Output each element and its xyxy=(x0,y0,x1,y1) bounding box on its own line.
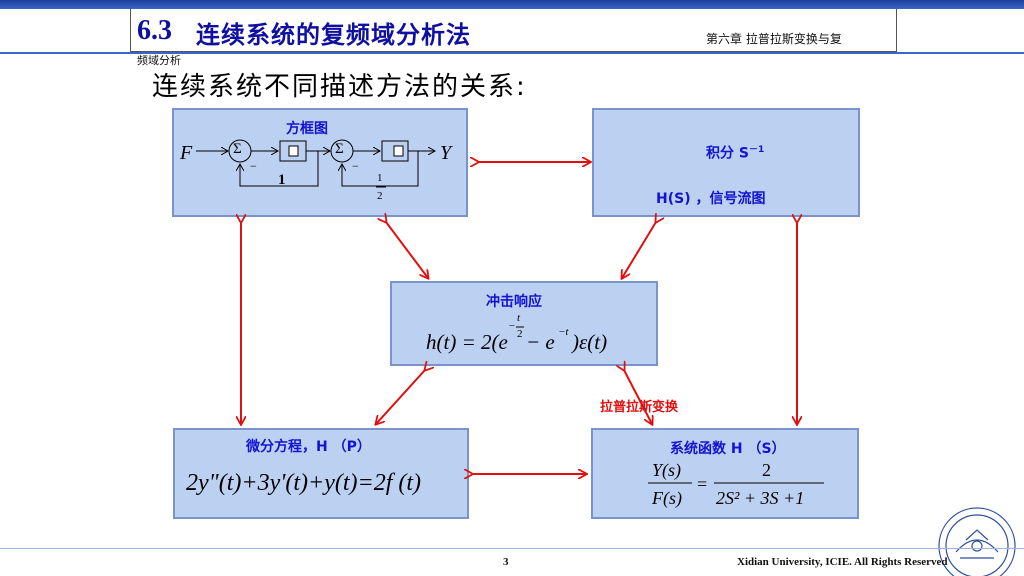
block-input-label: F xyxy=(180,142,193,164)
signal-flow-label: H(S) ，信号流图 xyxy=(656,191,766,207)
slide-subtitle: 连续系统不同描述方法的关系: xyxy=(152,72,527,102)
university-seal-icon xyxy=(938,507,1016,576)
footer-copyright: Xidian University, ICIE. All Rights Rese… xyxy=(737,556,948,568)
title-frame xyxy=(130,9,897,52)
differential-equation-box xyxy=(173,428,469,519)
impulse-eq-mid-exp: −t xyxy=(558,326,569,338)
section-number: 6.3 xyxy=(137,15,172,46)
sum-symbol-1: Σ xyxy=(233,141,242,157)
top-decor-bar xyxy=(0,0,1024,9)
integral-exponent: －1 xyxy=(748,145,765,155)
block-diagram-drawing xyxy=(196,139,435,187)
impulse-exp-sign: − xyxy=(508,320,516,332)
differential-equation-label: 微分方程，H （P） xyxy=(246,439,371,455)
feedback-gain-2-numerator: 1 xyxy=(377,172,383,184)
impulse-exp-den: 2 xyxy=(517,328,523,340)
header-underline xyxy=(0,52,1024,54)
differential-equation: 2y"(t)+3y'(t)+y(t)=2f (t) xyxy=(186,470,422,496)
impulse-eq-rhs: )ε(t) xyxy=(572,330,608,354)
frac-left-denominator: F(s) xyxy=(652,488,682,508)
minus-sign-1: − xyxy=(250,159,257,173)
fraction-bars xyxy=(376,186,824,484)
section-title: 连续系统的复频域分析法 xyxy=(196,21,471,49)
minus-sign-2: − xyxy=(352,159,359,173)
frac-left-numerator: Y(s) xyxy=(652,460,682,480)
block-diagram-label: 方框图 xyxy=(286,121,328,137)
frac-equals: = xyxy=(697,474,708,494)
sum-symbol-2: Σ xyxy=(335,141,344,157)
page-number: 3 xyxy=(503,556,509,568)
footer-divider xyxy=(0,548,1024,549)
frac-right-denominator: 2S² + 3S +1 xyxy=(716,488,805,508)
relation-arrows xyxy=(241,162,797,474)
chapter-title-wrap: 频域分析 xyxy=(137,54,181,67)
impulse-response-box xyxy=(390,281,658,366)
impulse-exp-num: t xyxy=(517,312,521,324)
impulse-eq-mid: − e xyxy=(526,330,555,354)
integral-label: 积分 S－1 xyxy=(706,142,764,163)
system-function-label: 系统函数 H （S） xyxy=(670,441,786,457)
chapter-title: 第六章 拉普拉斯变换与复 xyxy=(706,32,842,46)
feedback-gain-1: 1 xyxy=(278,172,286,188)
block-output-label: Y xyxy=(440,142,452,164)
system-function-box xyxy=(591,428,859,519)
integral-text: 积分 S xyxy=(706,145,749,162)
integral-box xyxy=(592,108,860,217)
frac-right-numerator: 2 xyxy=(762,460,771,480)
feedback-gain-2-denominator: 2 xyxy=(377,190,383,202)
impulse-response-label: 冲击响应 xyxy=(486,294,542,310)
impulse-eq-lhs: h(t) = 2(e xyxy=(426,330,508,354)
block-diagram-box xyxy=(172,108,468,217)
